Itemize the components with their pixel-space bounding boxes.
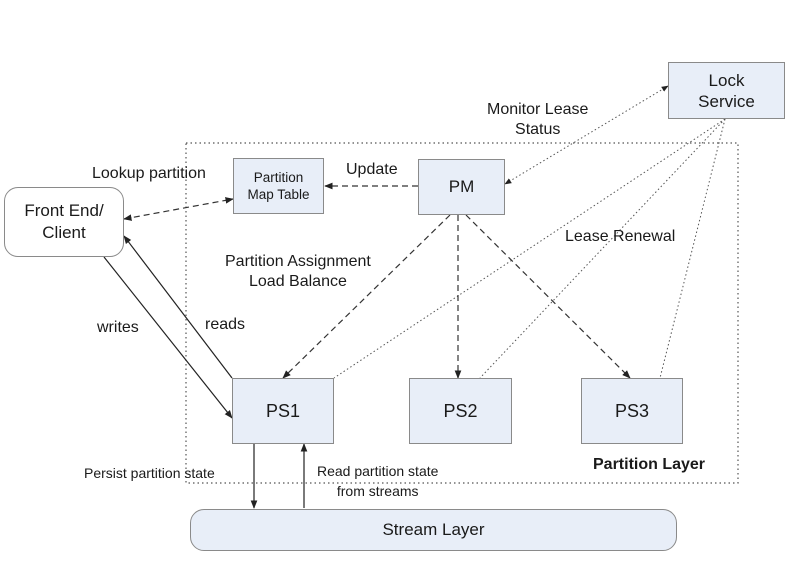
read-partition-state-label: Read partition state from streams [317, 463, 439, 499]
ps3-box: PS3 [581, 378, 683, 444]
pm-box: PM [418, 159, 505, 215]
partition-layer-label: Partition Layer [593, 456, 706, 473]
lock-service-label: Lock Service [698, 70, 755, 111]
lookup-arrow [123, 197, 234, 221]
assign-ps3-arrow [465, 214, 631, 379]
ps2-label: PS2 [443, 400, 478, 421]
lease-line-ps3 [659, 118, 726, 379]
assign-ps1-arrow [282, 214, 451, 379]
reads-arrow [123, 235, 233, 379]
stream-layer-label: Stream Layer [382, 520, 485, 539]
update-label: Update [346, 161, 398, 178]
stream-layer-box: Stream Layer [190, 509, 677, 551]
partition-map-table-label: Partition Map Table [247, 170, 310, 202]
reads-label: reads [205, 316, 246, 333]
ps1-box: PS1 [232, 378, 334, 444]
pm-label: PM [448, 177, 475, 196]
partition-layer-boundary [185, 142, 739, 484]
ps1-label: PS1 [265, 400, 301, 421]
partition-map-table-box: Partition Map Table [233, 158, 324, 214]
partition-assignment-label: Partition Assignment Load Balance [225, 253, 371, 290]
front-end-client-label: Front End/ Client [24, 201, 104, 242]
monitor-lease-status-label: Monitor Lease Status [487, 101, 589, 138]
lookup-partition-label: Lookup partition [92, 165, 206, 182]
ps2-box: PS2 [409, 378, 512, 444]
lock-service-box: Lock Service [668, 62, 785, 119]
lease-line-ps2 [479, 118, 726, 379]
ps3-label: PS3 [614, 400, 650, 421]
persist-partition-state-label: Persist partition state [84, 465, 215, 481]
writes-arrow [103, 256, 233, 419]
writes-label: writes [97, 319, 139, 336]
lease-line-ps1 [333, 118, 726, 379]
front-end-client-box: Front End/ Client [4, 187, 124, 257]
lease-renewal-label: Lease Renewal [565, 228, 676, 245]
